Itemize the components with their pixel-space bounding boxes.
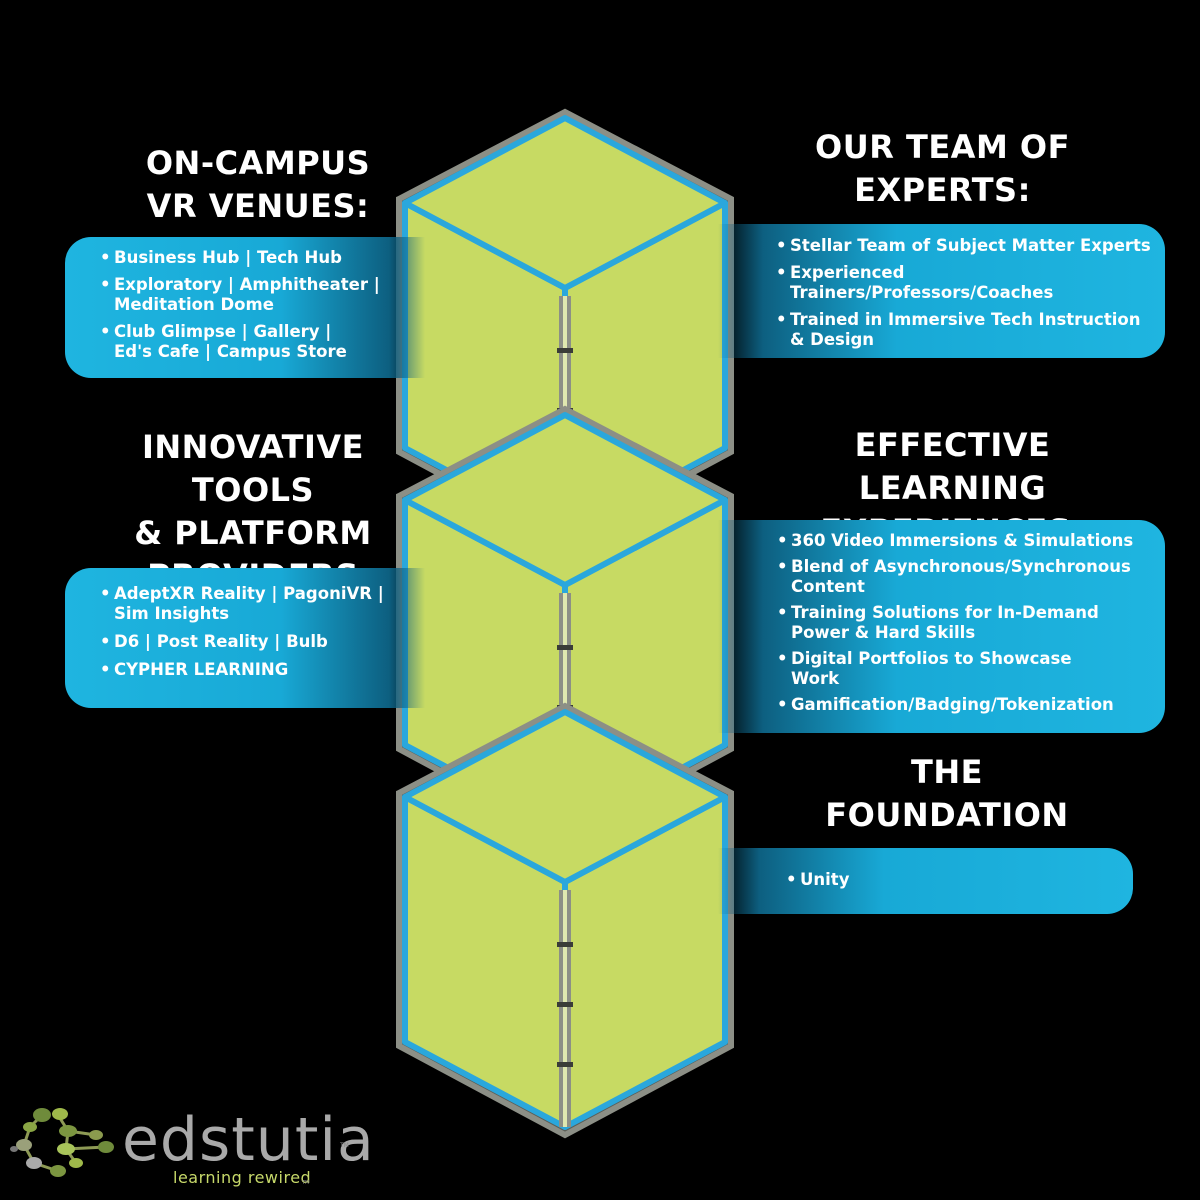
- cube-3-notch-0: [557, 942, 573, 947]
- cube-3-notch-1: [557, 1002, 573, 1007]
- list-item: Club Glimpse | Gallery | Ed's Cafe | Cam…: [100, 322, 425, 362]
- list-item: Blend of Asynchronous/Synchronous Conten…: [777, 557, 1165, 597]
- list-item: Training Solutions for In-Demand Power &…: [777, 603, 1165, 643]
- network-logo-icon: [10, 1108, 114, 1177]
- cube-1-top-face: [402, 115, 728, 291]
- tools-list: AdeptXR Reality | PagoniVR | Sim Insight…: [100, 584, 425, 680]
- list-item: Exploratory | Amphitheater | Meditation …: [100, 275, 425, 315]
- logo-wordmark: edstutia: [122, 1105, 375, 1175]
- venues-list: Business Hub | Tech Hub Exploratory | Am…: [100, 248, 425, 362]
- foundation-panel: Unity: [718, 848, 1133, 914]
- cube-3-notch-2: [557, 1062, 573, 1067]
- foundation-list: Unity: [786, 870, 1133, 890]
- experts-panel: Stellar Team of Subject Matter Experts E…: [718, 224, 1165, 358]
- tools-panel: AdeptXR Reality | PagoniVR | Sim Insight…: [65, 568, 425, 708]
- cube-1-notch-0: [557, 348, 573, 353]
- cube-2-notch-0: [557, 645, 573, 650]
- list-item: Business Hub | Tech Hub: [100, 248, 425, 268]
- list-item: Stellar Team of Subject Matter Experts: [776, 236, 1165, 256]
- list-item: Trained in Immersive Tech Instruction & …: [776, 310, 1165, 350]
- experts-list: Stellar Team of Subject Matter Experts E…: [776, 236, 1165, 350]
- edstutia-logo: edstutia TM learning rewired TM: [10, 1100, 374, 1195]
- logo-tagline: learning rewired: [173, 1168, 312, 1187]
- learning-panel: 360 Video Immersions & Simulations Blend…: [718, 520, 1165, 733]
- venues-heading: ON-CAMPUS VR VENUES:: [145, 144, 371, 225]
- experts-heading: OUR TEAM OF EXPERTS:: [815, 128, 1070, 209]
- learning-list: 360 Video Immersions & Simulations Blend…: [777, 531, 1165, 715]
- list-item: Experienced Trainers/Professors/Coaches: [776, 263, 1165, 303]
- cube-3-top-face: [402, 709, 728, 885]
- list-item: D6 | Post Reality | Bulb: [100, 632, 425, 652]
- list-item: Digital Portfolios to Showcase Work: [777, 649, 1165, 689]
- cube-2-top-face: [402, 412, 728, 588]
- logo-trademark: TM: [340, 1142, 349, 1149]
- venues-panel: Business Hub | Tech Hub Exploratory | Am…: [65, 237, 425, 378]
- list-item: Gamification/Badging/Tokenization: [777, 695, 1165, 715]
- list-item: Unity: [786, 870, 1133, 890]
- list-item: 360 Video Immersions & Simulations: [777, 531, 1165, 551]
- list-item: CYPHER LEARNING: [100, 660, 425, 680]
- logo-tagline-trademark: TM: [302, 1180, 310, 1186]
- list-item: AdeptXR Reality | PagoniVR | Sim Insight…: [100, 584, 425, 624]
- foundation-heading: THE FOUNDATION: [825, 753, 1069, 834]
